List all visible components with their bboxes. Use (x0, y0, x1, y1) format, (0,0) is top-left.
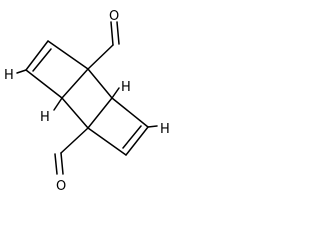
bond-c6-c7 (125, 126, 149, 156)
bond-cho-o-top-double (116, 21, 120, 45)
bond-c6-h (147, 125, 158, 128)
bond-c3-c8 (61, 97, 89, 129)
bond-c5-h (111, 87, 120, 99)
bond-c1-c2 (25, 40, 49, 71)
bond-c7-c8 (87, 127, 127, 156)
bond-c2-c3 (25, 69, 63, 99)
bond-c3-h (53, 97, 63, 111)
hydrogen-label-center-left: H (40, 110, 50, 125)
bond-c3-c4 (61, 68, 89, 99)
bond-c6-c7-double-inner (122, 125, 142, 149)
oxygen-label-top: O (109, 9, 119, 24)
bond-cho-o-bottom-double (54, 153, 58, 175)
bond-c4-c5 (87, 68, 113, 99)
bond-c8-cho (60, 127, 89, 154)
hydrogen-label-lower-right: H (160, 122, 170, 137)
bond-cho-o-top (110, 21, 114, 46)
bond-c5-c8 (87, 97, 113, 129)
bond-c5-c6 (111, 97, 149, 128)
bond-c1-c4 (47, 40, 89, 70)
hydrogen-label-center-right: H (121, 80, 131, 95)
structure-diagram: H H H H O O (4, 9, 170, 194)
bond-c2-h (16, 69, 27, 74)
oxygen-label-bottom: O (56, 179, 66, 194)
bond-c4-cho (87, 44, 114, 70)
hydrogen-label-upper-left: H (4, 68, 14, 83)
bond-cho-o-bottom (60, 152, 64, 175)
bond-c1-c2-double-inner (32, 48, 52, 72)
